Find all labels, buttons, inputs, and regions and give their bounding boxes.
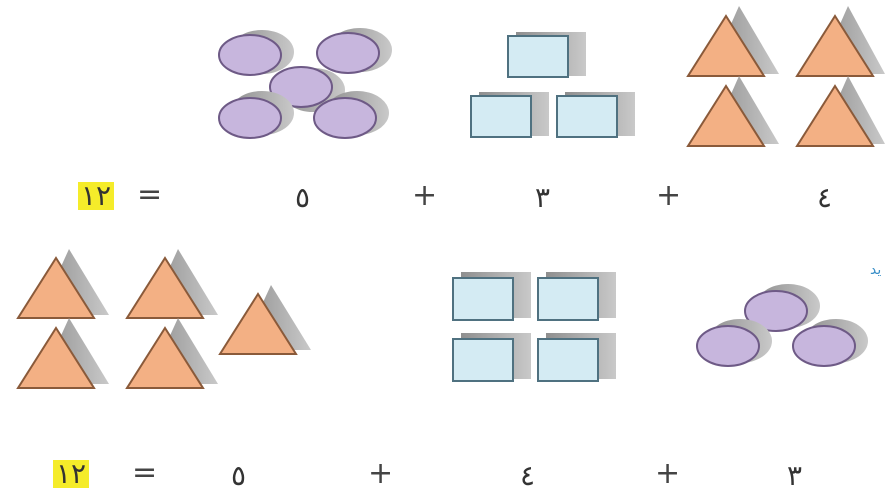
addend-squares: ٤ xyxy=(520,462,535,490)
plus-sign: + xyxy=(655,459,680,489)
plus-sign: + xyxy=(368,459,393,489)
sum-result: ١٢ xyxy=(53,460,89,488)
circle xyxy=(314,98,376,138)
square xyxy=(471,96,531,137)
square xyxy=(453,278,513,320)
circle-group-5 xyxy=(219,28,392,138)
equals-sign: = xyxy=(132,458,157,488)
square xyxy=(538,278,598,320)
circle xyxy=(219,35,281,75)
square xyxy=(538,339,598,381)
addend-circles: ٥ xyxy=(295,184,310,212)
plus-sign: + xyxy=(412,181,437,211)
square xyxy=(508,36,568,77)
plus-sign: + xyxy=(656,181,681,211)
sum-result: ١٢ xyxy=(78,182,114,210)
triangle-group-5 xyxy=(18,249,311,388)
square xyxy=(453,339,513,381)
addend-triangles: ٥ xyxy=(231,462,246,490)
circle xyxy=(793,326,855,366)
circle xyxy=(219,98,281,138)
square xyxy=(557,96,617,137)
addend-squares: ٣ xyxy=(535,184,550,212)
square-group-3 xyxy=(471,32,635,137)
addend-circles: ٣ xyxy=(787,462,802,490)
circle xyxy=(317,33,379,73)
equals-sign: = xyxy=(137,180,162,210)
circle xyxy=(697,326,759,366)
circle-group-3 xyxy=(697,284,868,366)
triangle-group-4 xyxy=(688,6,885,146)
square-group-4 xyxy=(453,272,616,381)
addend-triangles: ٤ xyxy=(817,184,832,212)
edge-text-fragment: ﻳﺪ xyxy=(870,262,881,278)
